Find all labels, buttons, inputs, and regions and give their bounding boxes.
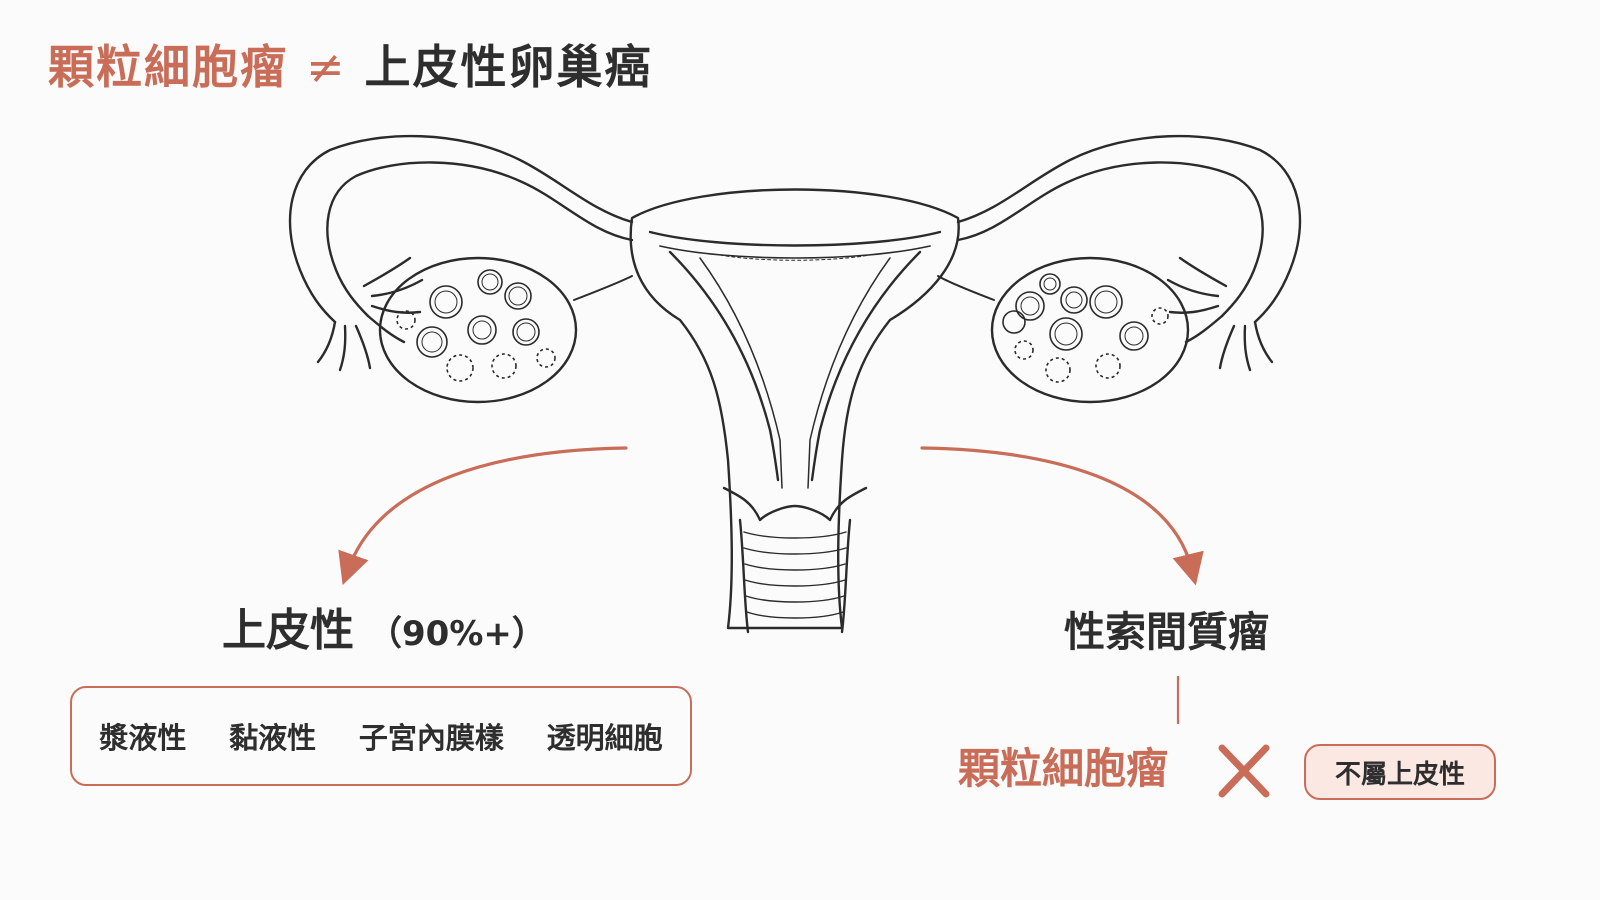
right-fimbriae <box>1166 256 1274 372</box>
curved-arrow-down-left-icon <box>338 446 628 586</box>
epithelial-label: 上皮性 <box>222 605 354 656</box>
fundus-band <box>648 230 942 247</box>
sex-cord-stromal-heading: 性索間質瘤 <box>1064 608 1269 656</box>
right-fallopian-tube <box>956 134 1302 324</box>
subtype-serous: 漿液性 <box>99 721 187 755</box>
epithelial-heading: 上皮性 （90%+） <box>222 605 546 658</box>
left-fimbriae <box>316 256 424 372</box>
uterine-cavity <box>668 250 780 482</box>
epithelial-subtype-box: 漿液性 黏液性 子宮內膜樣 透明細胞 <box>70 686 692 786</box>
subtype-mucinous: 黏液性 <box>229 721 317 755</box>
cervix <box>722 486 868 522</box>
not-equal-sign: ≠ <box>306 40 347 94</box>
left-ovary-follicles <box>396 269 556 382</box>
title-left: 顆粒細胞瘤 <box>48 40 288 94</box>
not-epithelial-badge: 不屬上皮性 <box>1304 744 1496 800</box>
right-ovary <box>990 256 1190 404</box>
page-title: 顆粒細胞瘤 ≠ 上皮性卵巢癌 <box>48 40 653 95</box>
uterus-outline <box>629 188 960 630</box>
epithelial-share: （90%+） <box>368 614 546 654</box>
left-fallopian-tube <box>288 134 634 324</box>
cross-mark-icon <box>1218 744 1270 798</box>
left-ovary <box>378 256 578 404</box>
right-ovary-follicles <box>1002 273 1169 383</box>
subtype-clear-cell: 透明細胞 <box>546 721 663 755</box>
granulosa-cell-tumor-label: 顆粒細胞瘤 <box>958 744 1169 793</box>
subtype-endometrioid: 子宮內膜樣 <box>358 721 504 755</box>
curved-arrow-down-right-icon <box>920 446 1204 586</box>
title-right: 上皮性卵巢癌 <box>364 40 653 94</box>
